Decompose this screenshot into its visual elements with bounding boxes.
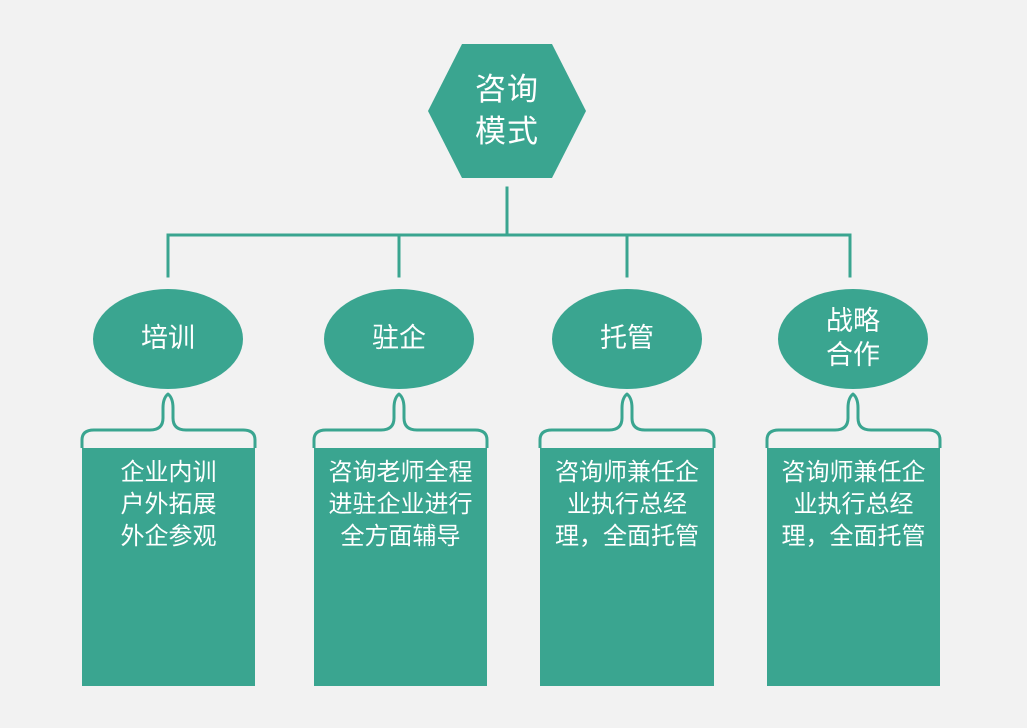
branch-ellipse-1	[93, 289, 243, 389]
branch-ellipse-2	[324, 289, 474, 389]
branch-label: 培训	[141, 323, 195, 354]
detail-box-custody: 咨询师兼任企业执行总经理，全面托管	[540, 448, 714, 686]
detail-box-bg-4	[767, 448, 940, 686]
detail-text: 咨询老师全程进驻企业进行全方面辅导	[328, 458, 473, 550]
branch-node-strategic-cooperation: 战略合作	[778, 289, 928, 389]
branch-label: 驻企	[372, 323, 426, 354]
detail-text: 咨询师兼任企业执行总经理，全面托管	[555, 458, 699, 550]
branch-ellipse-4	[778, 289, 928, 389]
branch-label: 战略合作	[826, 306, 880, 371]
detail-text: 企业内训户外拓展外企参观	[120, 458, 217, 550]
detail-box-bg-3	[540, 448, 714, 686]
root-node: 咨询模式	[428, 44, 586, 178]
branch-node-custody: 托管	[552, 289, 702, 389]
branch-ellipse-3	[552, 289, 702, 389]
branch-node-onsite: 驻企	[324, 289, 474, 389]
detail-box-onsite: 咨询老师全程进驻企业进行全方面辅导	[314, 448, 487, 686]
brace-2	[312, 392, 489, 448]
brace-4	[765, 392, 942, 448]
brace-1	[80, 392, 257, 448]
detail-box-bg-1	[82, 448, 255, 686]
branch-label: 托管	[600, 323, 654, 354]
branch-node-training: 培训	[93, 289, 243, 389]
detail-box-strategic-cooperation: 咨询师兼任企业执行总经理，全面托管	[767, 448, 940, 686]
brace-3	[538, 392, 716, 448]
detail-text: 咨询师兼任企业执行总经理，全面托管	[781, 458, 926, 550]
root-hexagon-shape	[428, 44, 586, 178]
detail-box-bg-2	[314, 448, 487, 686]
root-label: 咨询模式	[475, 72, 539, 150]
detail-box-training: 企业内训户外拓展外企参观	[82, 448, 255, 686]
